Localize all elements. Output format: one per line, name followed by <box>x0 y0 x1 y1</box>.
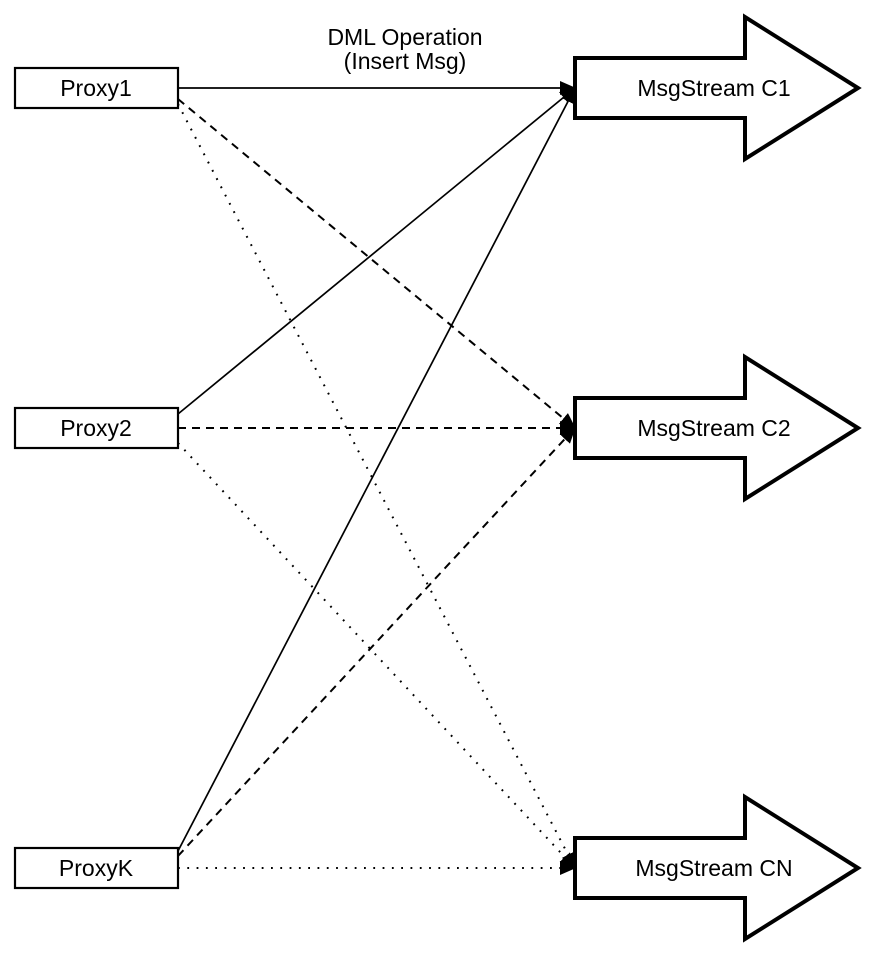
proxyk-label: ProxyK <box>59 855 134 881</box>
msgstream-cn-label: MsgStream CN <box>635 855 792 881</box>
diagram-title-line1: DML Operation <box>327 24 482 50</box>
msgstream-c2-label: MsgStream C2 <box>637 415 790 441</box>
diagram-title-line2: (Insert Msg) <box>344 48 467 74</box>
proxy2-box <box>13 406 180 450</box>
proxy2-label: Proxy2 <box>60 415 132 441</box>
proxy1-label: Proxy1 <box>60 75 132 101</box>
connector-proxyk-c2-dashed <box>177 427 576 857</box>
connector-proxyk-c1-solid <box>177 87 576 852</box>
connector-proxy2-c1-solid <box>177 87 576 415</box>
proxyk-box <box>13 846 180 890</box>
connector-proxy2-cn-dotted <box>177 442 576 869</box>
connector-proxy1-c2-dashed <box>177 98 576 429</box>
block-arrow-cn-icon <box>573 793 862 943</box>
connector-proxy1-cn-dotted <box>177 103 576 869</box>
block-arrow-c1-icon <box>573 13 862 163</box>
block-arrow-c2-icon <box>573 353 862 503</box>
msgstream-c1-label: MsgStream C1 <box>637 75 790 101</box>
proxy1-box <box>13 66 180 110</box>
